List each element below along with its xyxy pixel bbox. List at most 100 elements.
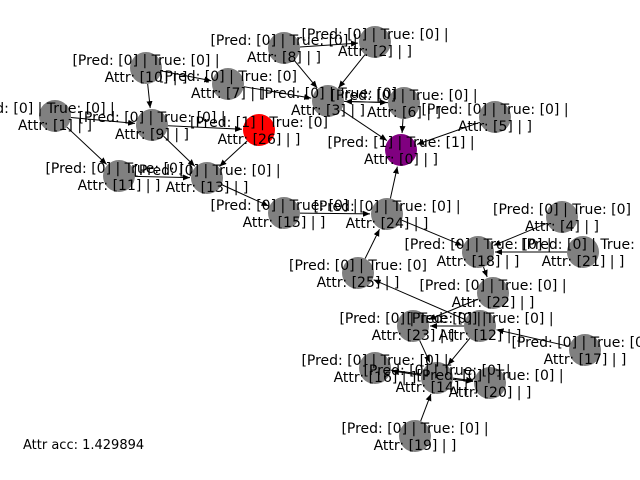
graph-node-9[interactable] — [136, 109, 168, 141]
edges-layer — [66, 40, 570, 422]
edge-13-15 — [221, 184, 269, 207]
node-label-line1-7: [Pred: [0] | True: [0] — [159, 69, 297, 85]
edge-22-23 — [428, 298, 479, 320]
node-label-line2-21: Attr: [21] | ] — [542, 254, 625, 270]
graph-node-15[interactable] — [268, 197, 300, 229]
node-label-line1-22: [Pred: [0] | True: [0] | — [419, 278, 566, 294]
edge-3-0 — [341, 109, 388, 141]
node-label-line2-18: Attr: [18] | ] — [437, 254, 520, 270]
edge-12-25 — [373, 279, 466, 321]
node-label-line1-19: [Pred: [0] | True: [0] | — [341, 421, 488, 437]
graph-node-22[interactable] — [477, 277, 509, 309]
node-label-line1-5: [Pred: [0] | True: [0] | — [421, 102, 568, 118]
graph-node-17[interactable] — [569, 334, 601, 366]
node-label-line2-0: Attr: [0] | ] — [364, 152, 438, 168]
node-label-line1-10: [Pred: [0] | True: [0] | — [72, 53, 219, 69]
node-label-line2-12: Attr: [12] | ] — [439, 328, 522, 344]
node-label-line1-14: [Pred: [0] | True: [0] | — [363, 363, 510, 379]
node-label-line2-8: Attr: [8] | ] — [247, 50, 321, 66]
edge-12-14 — [447, 338, 471, 366]
node-label-line1-0: [Pred: [1] | True: [1] | — [327, 135, 474, 151]
node-label-line1-13: [Pred: [0] | True: [0] | — [133, 163, 280, 179]
node-label-line2-5: Attr: [5] | ] — [458, 119, 532, 135]
node-label-line2-4: Attr: [4] | ] — [525, 219, 599, 235]
node-label-line2-11: Attr: [11] | ] — [78, 178, 161, 194]
node-label-line2-22: Attr: [22] | ] — [452, 295, 535, 311]
edge-14-20 — [452, 377, 474, 384]
labels-layer: [Pred: [1] | True: [1] |Attr: [0] | ] d: … — [0, 27, 640, 454]
graph-node-1[interactable] — [39, 100, 71, 132]
node-label-line2-19: Attr: [19] | ] — [374, 438, 457, 454]
node-label-line1-6: [Pred: [0] | True: [0] | — [330, 88, 477, 104]
node-label-line2-3: Attr: [3] | ] — [291, 103, 365, 119]
node-label-line1-2: [Pred: [0] | True: [0] | — [301, 27, 448, 43]
graph-node-12[interactable] — [464, 310, 496, 342]
edge-23-14 — [419, 340, 431, 363]
node-label-line2-15: Attr: [15] | ] — [243, 215, 326, 231]
node-label-line1-17: [Pred: [0] | True: [0] | — [511, 335, 640, 351]
edge-11-13 — [134, 174, 191, 181]
graph-node-2[interactable] — [359, 26, 391, 58]
edge-15-24 — [299, 210, 371, 217]
graph-node-14[interactable] — [421, 362, 453, 394]
edge-8-2 — [299, 40, 359, 48]
graph-node-23[interactable] — [397, 310, 429, 342]
node-label-line2-24: Attr: [24] | ] — [346, 216, 429, 232]
graph-node-3[interactable] — [312, 85, 344, 117]
edge-19-14 — [420, 393, 432, 422]
node-label-line2-23: Attr: [23] | ] — [372, 328, 455, 344]
nodes-layer — [39, 26, 601, 452]
graph-node-19[interactable] — [399, 420, 431, 452]
edge-4-18 — [493, 222, 548, 246]
graph-node-4[interactable] — [546, 201, 578, 233]
edge-2-3 — [338, 54, 366, 89]
graph-node-24[interactable] — [371, 198, 403, 230]
node-label-line1-21: [Pred: [0] | True: [ — [521, 237, 640, 253]
edge-24-0 — [389, 166, 399, 199]
graph-node-11[interactable] — [103, 160, 135, 192]
graph-node-13[interactable] — [191, 162, 223, 194]
node-label-line1-12: [Pred: [0] | True: [0] | — [406, 311, 553, 327]
node-label-line1-24: [Pred: [0] | True: [0] | — [313, 199, 460, 215]
node-label-line2-1: Attr: [1] | ] — [18, 118, 92, 134]
edge-18-22 — [481, 266, 488, 278]
node-label-line2-25: Attr: [25] | ] — [317, 275, 400, 291]
graph-node-25[interactable] — [342, 257, 374, 289]
node-label-line1-8: [Pred: [0] | True: [0] | — [210, 33, 357, 49]
edge-24-18 — [401, 219, 463, 246]
node-label-line2-9: Attr: [9] | ] — [115, 127, 189, 143]
graph-node-21[interactable] — [567, 236, 599, 268]
node-label-line1-11: [Pred: [0] | True: [0] | — [45, 161, 192, 177]
edge-10-9 — [146, 83, 153, 109]
edge-10-7 — [161, 70, 212, 83]
edge-6-0 — [399, 118, 406, 134]
node-label-line2-10: Attr: [10] | ] — [105, 70, 188, 86]
graph-node-7[interactable] — [212, 68, 244, 100]
edge-1-9 — [70, 116, 136, 126]
node-label-line2-2: Attr: [2] | ] — [338, 44, 412, 60]
edge-26-13 — [219, 140, 248, 167]
node-label-line1-9: [Pred: [0] | True: [0] | — [78, 110, 225, 126]
graph-node-6[interactable] — [388, 87, 420, 119]
edge-7-3 — [243, 86, 312, 100]
edge-8-3 — [293, 59, 318, 89]
graph-node-18[interactable] — [462, 236, 494, 268]
graph-node-20[interactable] — [474, 367, 506, 399]
node-label-line1-1: d: [0] | True: [0] | — [0, 101, 115, 117]
edge-17-12 — [496, 328, 570, 347]
node-label-line1-4: [Pred: [0] | True: [0] — [493, 202, 631, 218]
graph-node-0[interactable] — [385, 134, 417, 166]
graph-node-8[interactable] — [268, 32, 300, 64]
edge-9-13 — [163, 135, 196, 167]
graph-node-26[interactable] — [243, 114, 275, 146]
graph-node-16[interactable] — [359, 352, 391, 384]
node-label-line2-7: Attr: [7] | ] — [191, 86, 265, 102]
edge-9-26 — [167, 125, 243, 132]
graph-node-10[interactable] — [130, 52, 162, 84]
graph-node-5[interactable] — [479, 101, 511, 133]
edge-5-0 — [416, 121, 481, 145]
node-label-line1-25: [Pred: [0] | True: [0] — [289, 258, 427, 274]
node-label-line2-17: Attr: [17] | ] — [544, 352, 627, 368]
attr-accuracy-text: Attr acc: 1.429894 — [23, 438, 145, 453]
